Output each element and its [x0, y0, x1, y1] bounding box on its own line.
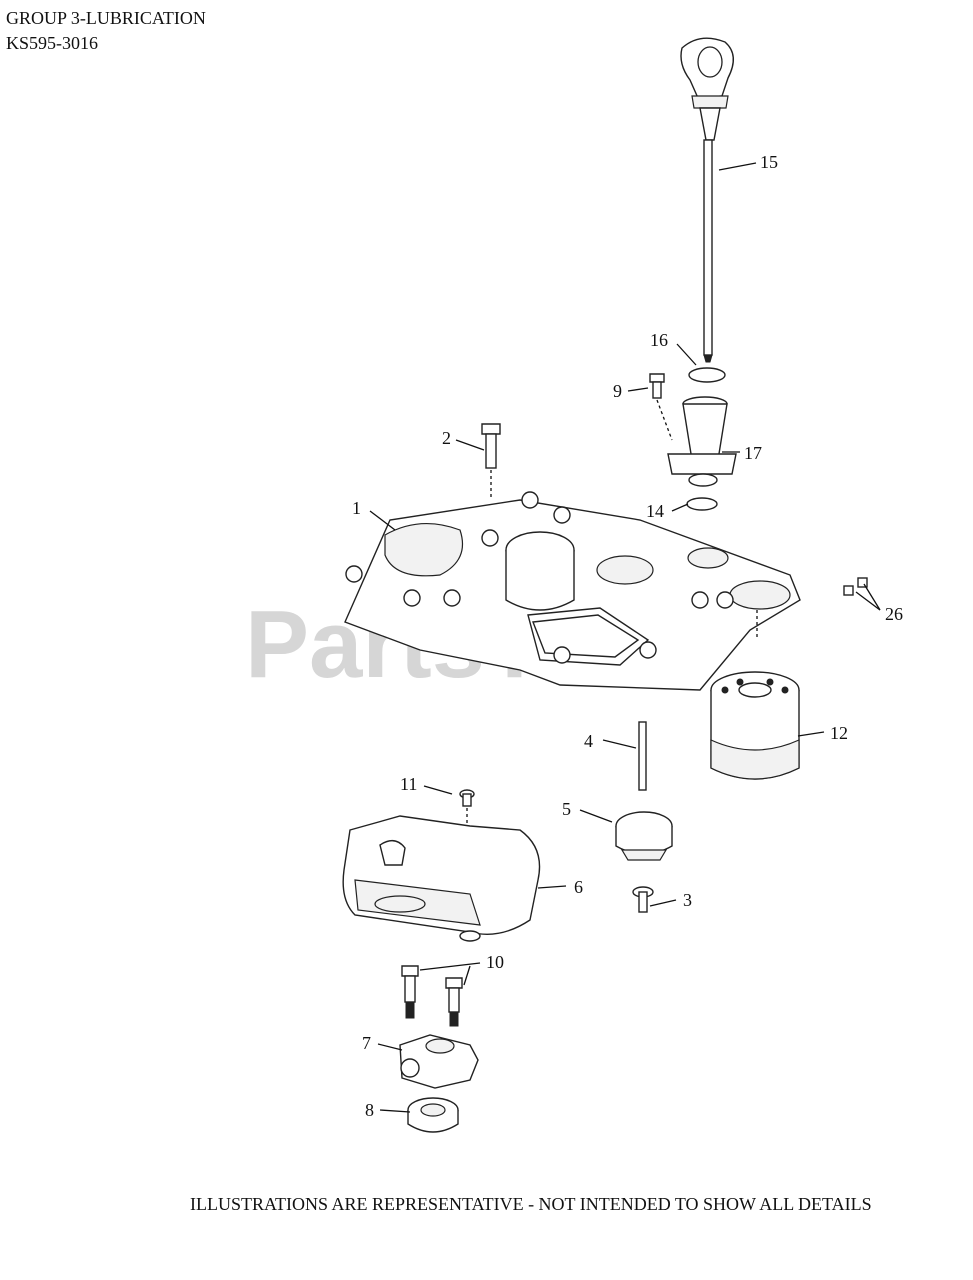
callout-17: 17 [744, 443, 762, 463]
part-o-ring-lower[interactable] [686, 497, 718, 511]
part-oil-pump-gear[interactable] [615, 811, 673, 861]
part-small-clips[interactable] [843, 577, 868, 596]
callout-3: 3 [683, 890, 692, 910]
callout-9: 9 [613, 381, 622, 401]
callout-16: 16 [650, 330, 668, 350]
callout-26: 26 [885, 604, 903, 624]
part-oil-filter[interactable] [710, 671, 800, 780]
disclaimer-footer: ILLUSTRATIONS ARE REPRESENTATIVE - NOT I… [190, 1194, 872, 1214]
part-o-ring-upper[interactable] [688, 367, 726, 383]
callout-14: 14 [646, 501, 664, 521]
part-bolt-2[interactable] [481, 423, 501, 498]
callout-6: 6 [574, 877, 583, 897]
part-oil-pump-rotor[interactable] [407, 1097, 459, 1133]
callout-8: 8 [365, 1100, 374, 1120]
callout-7: 7 [362, 1033, 371, 1053]
diagram-group-title: GROUP 3-LUBRICATION [6, 8, 206, 28]
part-crankcase-cover[interactable] [344, 491, 801, 691]
callout-10: 10 [486, 952, 504, 972]
callout-5: 5 [562, 799, 571, 819]
callout-11: 11 [400, 774, 417, 794]
part-shaft-pin[interactable] [638, 721, 647, 791]
part-oil-pump-housing[interactable] [399, 1034, 479, 1089]
part-screw-11[interactable] [459, 789, 475, 830]
model-number: KS595-3016 [6, 33, 99, 53]
part-bolts-10[interactable] [401, 965, 463, 1027]
part-screw-9[interactable] [649, 373, 673, 441]
part-oil-fill-tube[interactable] [667, 396, 737, 487]
part-dipstick[interactable] [680, 37, 734, 363]
callout-15: 15 [760, 152, 778, 172]
callout-4: 4 [584, 731, 593, 751]
callout-12: 12 [830, 723, 848, 743]
part-sump-shroud[interactable] [342, 815, 541, 942]
part-pin-3[interactable] [632, 886, 654, 913]
callout-1: 1 [352, 498, 361, 518]
callout-2: 2 [442, 428, 451, 448]
